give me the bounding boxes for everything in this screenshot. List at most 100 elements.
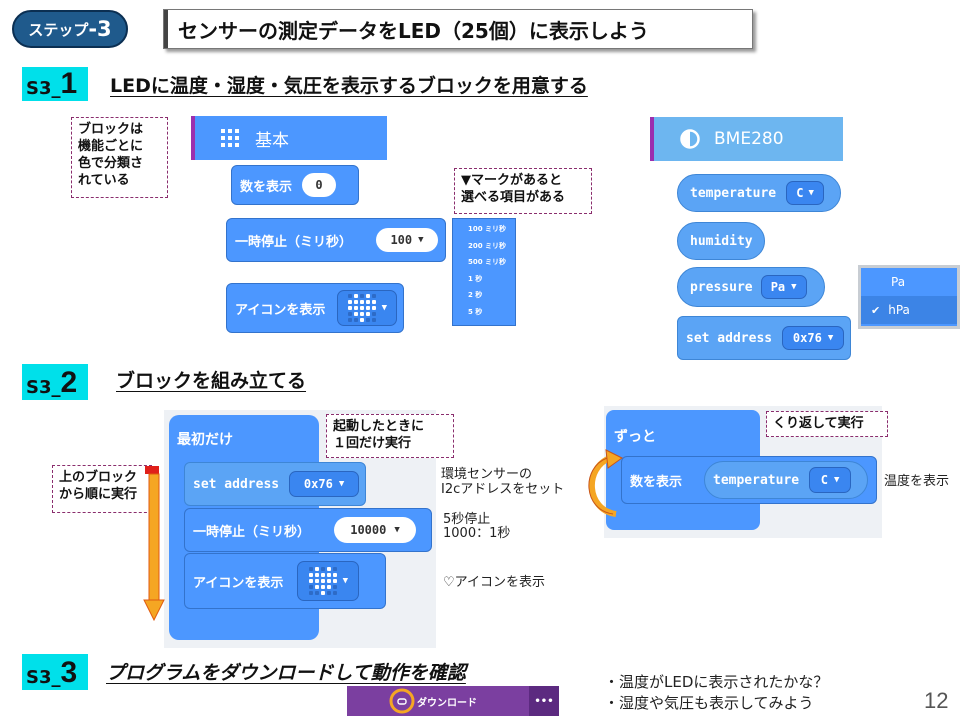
triangle-down-icon: ▼ xyxy=(791,282,797,292)
note-line: ブロックは xyxy=(78,122,144,137)
temperature-reporter[interactable]: temperature C ▼ xyxy=(704,461,868,499)
download-icon xyxy=(389,688,415,714)
comment-line: I2cアドレスをセット xyxy=(441,482,565,497)
note-line: から順に実行 xyxy=(59,487,138,502)
section-1-prefix: S3_ xyxy=(26,78,61,99)
icon-dropdown-program[interactable]: ▼ xyxy=(297,561,360,601)
pause-dropdown-program[interactable]: 10000 ▼ xyxy=(334,517,417,543)
note-line: 上のブロック xyxy=(59,470,138,485)
note-line: 起動したときに xyxy=(333,419,425,434)
temperature-block[interactable]: temperature C ▼ xyxy=(677,174,841,212)
note-on-start: 起動したときに １回だけ実行 xyxy=(326,414,454,458)
section-3-label: S3_3 xyxy=(22,654,88,690)
download-bar: ダウンロード ••• xyxy=(347,686,559,716)
on-start-label: 最初だけ xyxy=(177,432,233,448)
pause-option[interactable]: 200 ミリ秒 xyxy=(468,241,507,250)
pressure-label: pressure xyxy=(690,279,753,295)
set-address-label: set address xyxy=(686,330,773,346)
pause-value: 10000 xyxy=(350,523,387,537)
triangle-down-icon: ▼ xyxy=(834,475,840,485)
category-basic[interactable]: 基本 xyxy=(191,116,387,160)
show-icon-label: アイコンを表示 xyxy=(235,302,326,318)
address-dropdown[interactable]: 0x76 ▼ xyxy=(782,326,845,350)
show-number-label: 数を表示 xyxy=(630,474,683,490)
triangle-down-icon: ▼ xyxy=(808,188,814,198)
download-label: ダウンロード xyxy=(417,697,477,709)
humidity-block[interactable]: humidity xyxy=(677,222,765,260)
pause-value: 100 xyxy=(390,233,413,247)
temperature-unit: C xyxy=(820,473,828,487)
section-2-number: 2 xyxy=(60,366,78,399)
show-icon-block-program[interactable]: アイコンを表示 ▼ xyxy=(184,553,386,609)
triangle-down-icon: ▼ xyxy=(381,303,388,313)
more-button[interactable]: ••• xyxy=(529,686,559,716)
grid-icon xyxy=(221,129,239,147)
triangle-down-icon: ▼ xyxy=(342,576,349,586)
page-number: 12 xyxy=(924,688,949,713)
category-bme280-label: BME280 xyxy=(714,129,784,149)
note-line: れている xyxy=(78,173,130,188)
step-prefix: ステップ xyxy=(28,20,89,39)
page-title: センサーの測定データをLED（25個）に表示しよう xyxy=(163,9,753,49)
pause-option[interactable]: 100 ミリ秒 xyxy=(468,225,507,234)
section-1-label: S3_1 xyxy=(22,67,88,101)
show-number-block[interactable]: 数を表示 0 xyxy=(231,165,359,205)
show-icon-block[interactable]: アイコンを表示 ▼ xyxy=(226,283,404,333)
temperature-unit-dropdown[interactable]: C ▼ xyxy=(809,467,852,493)
note-line: 選べる項目がある xyxy=(461,190,566,205)
temperature-label: temperature xyxy=(713,472,800,488)
check-list: ・温度がLEDに表示されたかな？ ・湿度や気圧も表示してみよう xyxy=(604,672,828,714)
show-number-value[interactable]: 0 xyxy=(302,173,337,197)
pressure-unit-dropdown[interactable]: Pa ▼ xyxy=(760,275,807,299)
temperature-label: temperature xyxy=(690,185,777,201)
pause-option[interactable]: 2 秒 xyxy=(468,291,483,300)
triangle-down-icon: ▼ xyxy=(827,333,834,343)
pause-block-program[interactable]: 一時停止（ミリ秒） 10000 ▼ xyxy=(184,508,432,552)
category-bme280[interactable]: BME280 xyxy=(650,117,843,161)
note-line: 色で分類さ xyxy=(78,156,144,171)
show-number-block-program[interactable]: 数を表示 temperature C ▼ xyxy=(621,456,877,504)
pressure-option[interactable]: Pa xyxy=(891,275,906,289)
triangle-down-icon: ▼ xyxy=(394,525,400,535)
address-value: 0x76 xyxy=(792,331,822,345)
comment-line: 環境センサーの xyxy=(441,467,533,482)
pause-option[interactable]: 1 秒 xyxy=(468,274,483,283)
pause-dropdown[interactable]: 100 ▼ xyxy=(376,228,439,252)
temperature-unit-dropdown[interactable]: C ▼ xyxy=(786,181,825,205)
pressure-block[interactable]: pressure Pa ▼ xyxy=(677,267,825,307)
loop-arrow-icon xyxy=(588,449,623,517)
section-2-label: S3_2 xyxy=(22,364,88,400)
note-category-colors: ブロックは 機能ごとに 色で分類さ れている xyxy=(71,117,168,198)
set-address-block-program[interactable]: set address 0x76 ▼ xyxy=(184,462,366,506)
note-line: ▼マークがあると xyxy=(461,173,562,188)
check-icon: ✔ xyxy=(871,303,881,317)
pressure-unit: Pa xyxy=(770,280,786,294)
note-forever: くり返して実行 xyxy=(766,411,888,437)
note-order: 上のブロック から順に実行 xyxy=(52,465,152,513)
section-1-heading: LEDに温度・湿度・気圧を表示するブロックを用意する xyxy=(110,75,588,97)
pause-option[interactable]: 500 ミリ秒 xyxy=(468,258,507,267)
pressure-option-label: hPa xyxy=(888,303,910,317)
show-icon-label: アイコンを表示 xyxy=(193,575,284,591)
address-dropdown-program[interactable]: 0x76 ▼ xyxy=(289,471,360,497)
pause-option[interactable]: 5 秒 xyxy=(468,307,483,316)
section-2-prefix: S3_ xyxy=(26,377,61,398)
section-3-heading: プログラムをダウンロードして動作を確認 xyxy=(106,662,466,684)
comment-icon: ♡アイコンを表示 xyxy=(443,575,546,590)
comment-temp: 温度を表示 xyxy=(884,474,950,489)
icon-dropdown[interactable]: ▼ xyxy=(337,290,398,326)
pause-label: 一時停止（ミリ秒） xyxy=(235,234,353,250)
download-button[interactable]: ダウンロード xyxy=(347,686,529,716)
pause-options-menu: 100 ミリ秒 200 ミリ秒 500 ミリ秒 1 秒 2 秒 5 秒 xyxy=(452,218,516,326)
comment-pause: 5秒停止 1000：1秒 xyxy=(443,513,510,541)
half-circle-icon xyxy=(680,129,700,149)
heart-icon xyxy=(347,294,376,322)
page-title-text: センサーの測定データをLED（25個）に表示しよう xyxy=(178,18,649,43)
heart-icon xyxy=(308,567,337,595)
note-dropdown: ▼マークがあると 選べる項目がある xyxy=(454,168,592,214)
pause-block[interactable]: 一時停止（ミリ秒） 100 ▼ xyxy=(226,218,446,262)
set-address-block[interactable]: set address 0x76 ▼ xyxy=(677,316,851,360)
pressure-option-selected[interactable]: ✔ hPa xyxy=(861,296,957,324)
section-3-prefix: S3_ xyxy=(26,667,61,688)
show-number-label: 数を表示 xyxy=(240,179,293,195)
